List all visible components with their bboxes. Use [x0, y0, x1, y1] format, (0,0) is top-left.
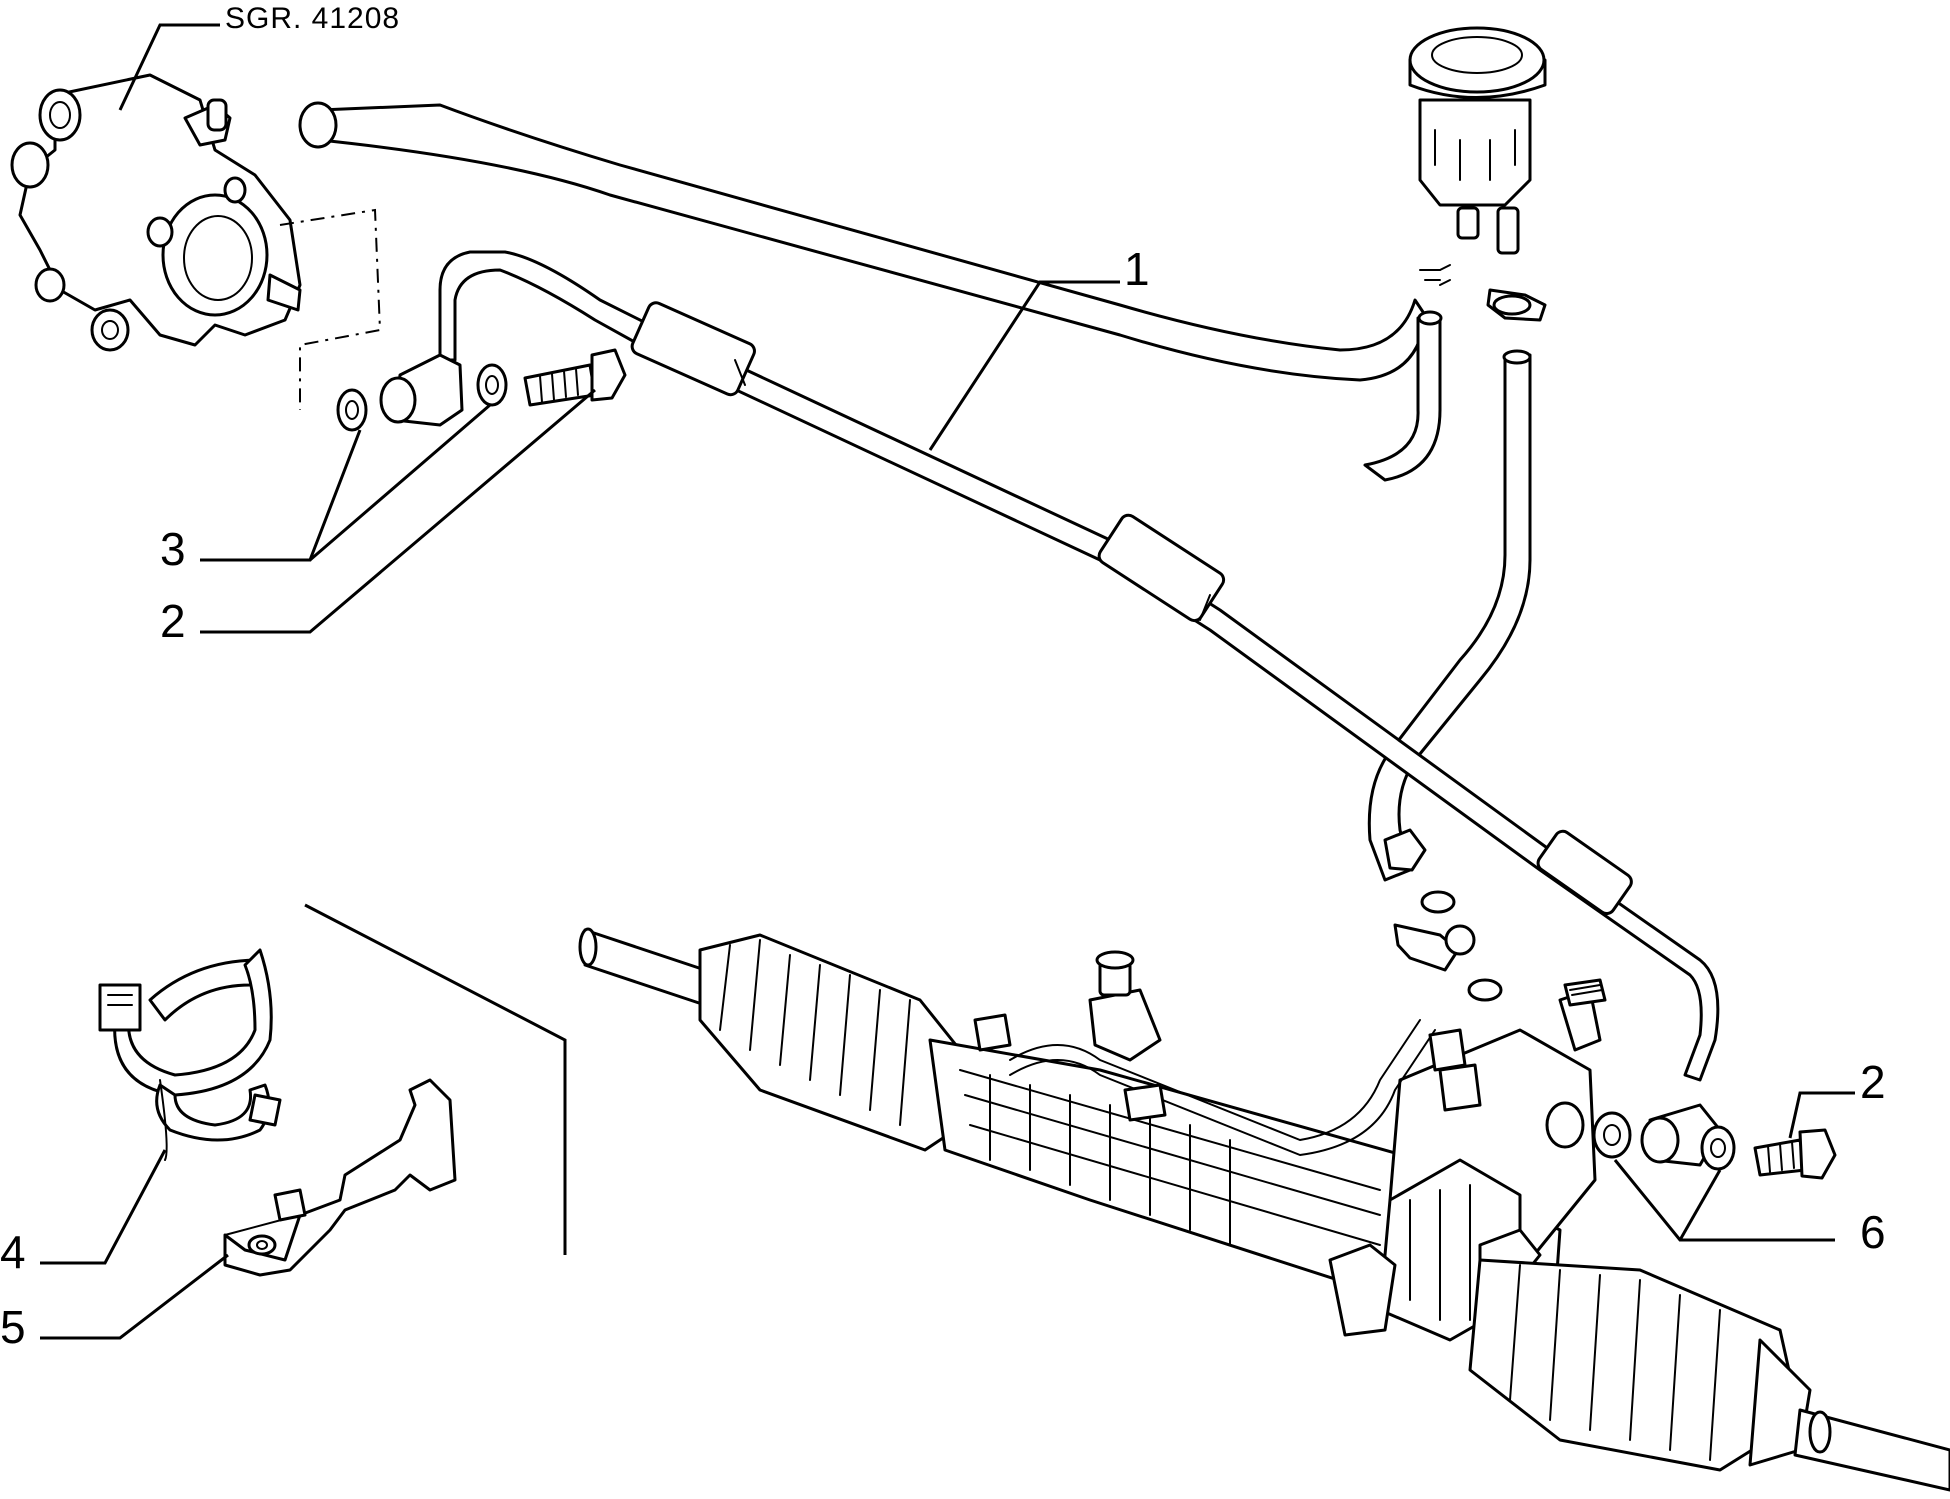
mounting-bracket: [223, 1078, 457, 1277]
steering-pump: [10, 73, 302, 352]
callout-6: 6: [1860, 1206, 1886, 1258]
high-pressure-hose: [438, 250, 1720, 1082]
hose-clamp: [98, 948, 282, 1161]
suction-hose: [298, 101, 1443, 482]
callout-4: 4: [0, 1226, 26, 1278]
pump-alignment-line: [279, 208, 382, 410]
divider-line: [304, 903, 567, 1255]
callout-5: 5: [0, 1301, 26, 1353]
callout-1: 1: [1124, 243, 1150, 295]
reference-label: SGR. 41208: [225, 2, 400, 35]
callout-2-pump: 2: [160, 595, 186, 647]
fluid-reservoir: [1408, 26, 1547, 322]
leader-lines: [40, 23, 1855, 1340]
callout-3: 3: [160, 523, 186, 575]
pump-end-fittings: [336, 348, 627, 432]
rack-end-fittings: [1592, 1103, 1837, 1180]
steering-rack: [578, 927, 1950, 1492]
callout-2-rack: 2: [1860, 1056, 1886, 1108]
return-line-fittings: [1383, 828, 1503, 1002]
